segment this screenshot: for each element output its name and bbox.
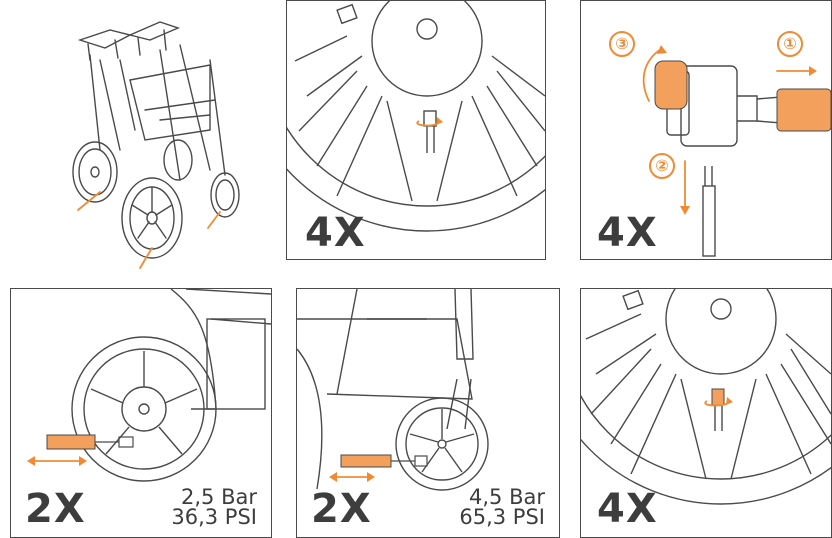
count-label: 2X — [311, 486, 372, 532]
panel-valve-cap-large: 4X — [286, 0, 546, 260]
panel-walker-overview — [60, 0, 260, 270]
walker-illustration — [72, 21, 240, 269]
step-3-badge: ③ — [609, 31, 635, 57]
pressure-psi: 36,3 PSI — [171, 505, 257, 529]
front-wheel-illustration — [297, 289, 489, 491]
pressure-bar: 4,5 Bar — [469, 485, 545, 509]
panel-valve-cap-close: 4X — [580, 288, 832, 538]
count-label: 4X — [597, 486, 658, 532]
pressure-label: 2,5 Bar 36,3 PSI — [171, 485, 257, 529]
panel-pump-steps: ③ ① ② 4X — [580, 0, 832, 260]
count-label: 2X — [25, 486, 86, 532]
step-1-badge: ① — [777, 31, 803, 57]
count-label: 4X — [305, 210, 366, 256]
panel-front-wheel: 2X 4,5 Bar 65,3 PSI — [296, 288, 560, 538]
wheel-valve-illustration — [581, 289, 831, 505]
pressure-bar: 2,5 Bar — [181, 485, 257, 509]
pressure-psi: 65,3 PSI — [459, 505, 545, 529]
rear-wheel-illustration — [27, 289, 271, 482]
pressure-label: 4,5 Bar 65,3 PSI — [459, 485, 545, 529]
wheel-valve-illustration — [287, 1, 545, 232]
step-2-badge: ② — [649, 153, 675, 179]
panel-rear-wheel: 2X 2,5 Bar 36,3 PSI — [10, 288, 272, 538]
pump-head-illustration — [642, 45, 831, 257]
count-label: 4X — [597, 210, 658, 256]
